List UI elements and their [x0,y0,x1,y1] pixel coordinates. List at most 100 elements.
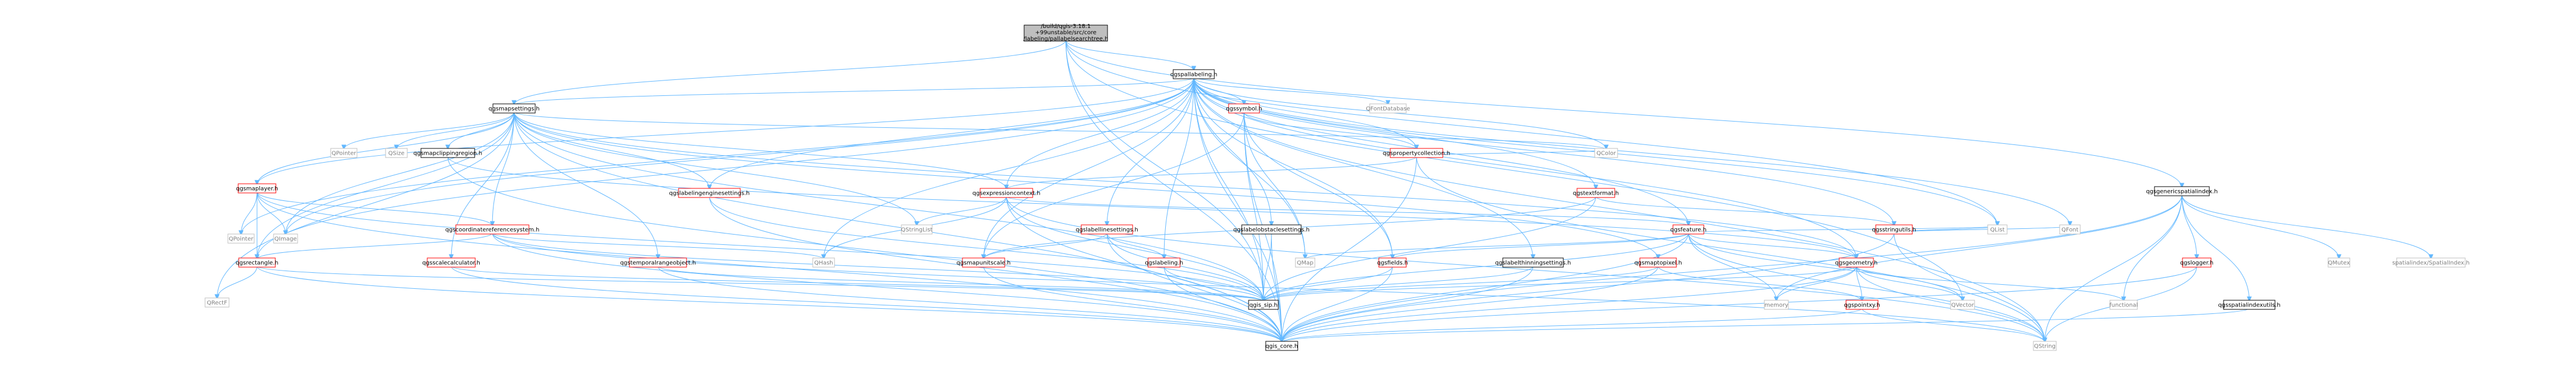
node-label: qgsfields.h [1377,260,1408,267]
node-label: qgspallabeling.h [1170,72,1217,78]
node-QFont: QFont [2059,224,2081,235]
node-box [2328,257,2350,268]
node-qgsgeometry[interactable]: qgsgeometry.h [1835,257,1877,268]
edge-qgsmaplayer-to-qgis_core [256,191,1285,344]
node-QColor: QColor [1594,148,1618,158]
node-box [1378,257,1407,268]
node-label: qgsfeature.h [1670,227,1707,233]
edge-qgsexpressioncontext-to-QStringList [914,196,1007,227]
edge-qgsgeometry-to-qgis_sip [1261,265,1857,303]
edge-qgspointxy-to-QString [1861,308,2048,344]
node-qgsmaplayer[interactable]: qgsmaplayer.h [236,183,278,193]
node-qgslabellinesettings[interactable]: qgslabellinesettings.h [1076,224,1138,235]
node-qgstemporalrangeobject[interactable]: qgstemporalrangeobject.h [620,257,696,268]
node-QMap: QMap [1295,257,1315,268]
node-qgsspatialindexutils[interactable]: qgsspatialindexutils.h [2218,300,2281,310]
node-box [980,188,1033,198]
node-label: qgstextformat.h [1573,191,1619,197]
node-qgsfeature[interactable]: qgsfeature.h [1670,224,1707,235]
edge-qgslabelingenginesettings-to-qgis_core [709,196,1285,344]
node-label: QColor [1596,151,1616,157]
edge-qgspallabeling-to-qgslabelobstaclesettings [1193,77,1274,227]
edge-qgsrectangle-to-QRectF [214,265,258,300]
node-box [492,103,536,114]
edge-qgsmapsettings-to-QImage [283,111,515,236]
node-qgsmaptopixel[interactable]: qgsmaptopixel.h [1634,257,1682,268]
node-label: qgscoordinatereferencesystem.h [446,227,540,233]
edge-root-to-qgsgenericspatialindex [1065,39,2185,189]
node-qgspropertycollection[interactable]: qgspropertycollection.h [1383,148,1450,158]
node-qgspallabeling[interactable]: qgspallabeling.h [1170,69,1217,79]
edge-qgsmaplayer-to-QImage [256,191,288,236]
edge-root-to-qgspallabeling [1065,39,1197,72]
edge-qgsexpressioncontext-to-qgis_core [1006,196,1285,344]
node-QSize: QSize [385,148,408,158]
node-box [1594,148,1618,158]
edge-qgsexpressioncontext-to-qgis_sip [1006,196,1266,303]
edge-qgsgenericspatialindex-to-QString [2042,194,2182,344]
node-label: QMutex [2328,260,2350,267]
node-label: qgsstringutils.h [1872,227,1916,233]
node-box [1248,300,1279,310]
node-qgsmapunitscale[interactable]: qgsmapunitscale.h [957,257,1011,268]
edge-qgsexpressioncontext-to-qgsfeature [1006,196,1691,227]
node-QStringList: QStringList [901,224,933,235]
node-box [204,297,230,308]
node-box [1173,69,1215,79]
edge-qgsrectangle-to-qgis_sip [256,265,1266,303]
node-label: QList [1990,227,2004,233]
node-qgspointxy[interactable]: qgspointxy.h [1844,300,1880,310]
node-box [1147,257,1181,268]
node-qgsrectangle[interactable]: qgsrectangle.h [236,257,279,268]
node-label: qgis_core.h [1266,344,1298,350]
edge-qgspallabeling-to-qgstextformat [1193,77,1599,191]
node-qgssymbol[interactable]: qgssymbol.h [1226,103,1262,114]
edge-qgsscalecalculator-to-qgis_core [451,265,1285,344]
node-label: qgsmaplayer.h [236,186,278,192]
edge-qgsmapclippingregion-to-qgsgeometry [447,156,1859,260]
node-qgsfields[interactable]: qgsfields.h [1377,257,1408,268]
node-qgslabelingenginesettings[interactable]: qgslabelingenginesettings.h [669,188,750,198]
edge-qgsgeometry-to-memory [1773,265,1857,303]
node-box [1845,300,1879,310]
node-box [238,257,276,268]
node-box [2396,257,2466,268]
node-box [629,257,687,268]
node-root[interactable]: /build/qgis-3.18.1+99unstable/src/core/l… [1024,23,1109,42]
node-qgsstringutils[interactable]: qgsstringutils.h [1872,224,1916,235]
node-qgsexpressioncontext[interactable]: qgsexpressioncontext.h [972,188,1041,198]
node-label: qgslabelingenginesettings.h [669,191,749,197]
edge-qgssymbol-to-qgspropertycollection [1243,111,1419,151]
node-label: QImage [274,236,296,243]
edge-qgspallabeling-to-qgsmapsettings [511,77,1194,106]
node-label: qgssymbol.h [1226,106,1262,112]
node-qgscoordinatereferencesystem[interactable]: qgscoordinatereferencesystem.h [446,224,540,235]
node-spatialindex: spatialindex/SpatialIndex.h [2392,257,2470,268]
node-label: QPointer [332,151,357,157]
node-qgsmapsettings[interactable]: qgsmapsettings.h [488,103,540,114]
node-qgslabelthinningsettings[interactable]: qgslabelthinningsettings.h [1495,257,1571,268]
node-qgis_core[interactable]: qgis_core.h [1265,341,1298,351]
node-qgsscalecalculator[interactable]: qgsscalecalculator.h [422,257,480,268]
edge-qgsmapsettings-to-qgsexpressioncontext [513,111,1009,191]
node-label: qgsgeometry.h [1835,260,1877,267]
node-qgsmapclippingregion[interactable]: qgsmapclippingregion.h [414,148,482,158]
node-label: QHash [814,260,833,267]
node-box [1369,103,1407,114]
node-label: qgis_sip.h [1249,303,1278,309]
node-qgstextformat[interactable]: qgstextformat.h [1573,188,1619,198]
node-qgslabeling[interactable]: qgslabeling.h [1145,257,1183,268]
edge-qgspropertycollection-to-qgsexpressioncontext [1004,156,1417,191]
edge-qgssymbol-to-qgsmapunitscale [981,111,1245,260]
edge-qgsgenericspatialindex-to-spatialindex [2181,194,2434,260]
edge-root-to-qgsmapsettings [511,39,1066,106]
edge-qgsgenericspatialindex-to-functional [2121,194,2182,303]
edge-qgsmaplayer-to-QPointer2 [238,191,258,236]
node-qgslogger[interactable]: qgslogger.h [2180,257,2213,268]
node-qgis_sip[interactable]: qgis_sip.h [1248,300,1279,310]
node-qgsgenericspatialindex[interactable]: qgsgenericspatialindex.h [2146,186,2218,196]
node-label: qgslabellinesettings.h [1076,227,1138,233]
edge-qgsmapsettings-to-qgsscalecalculator [448,111,515,260]
node-box [1241,224,1302,235]
node-qgslabelobstaclesettings[interactable]: qgslabelobstaclesettings.h [1233,224,1310,235]
